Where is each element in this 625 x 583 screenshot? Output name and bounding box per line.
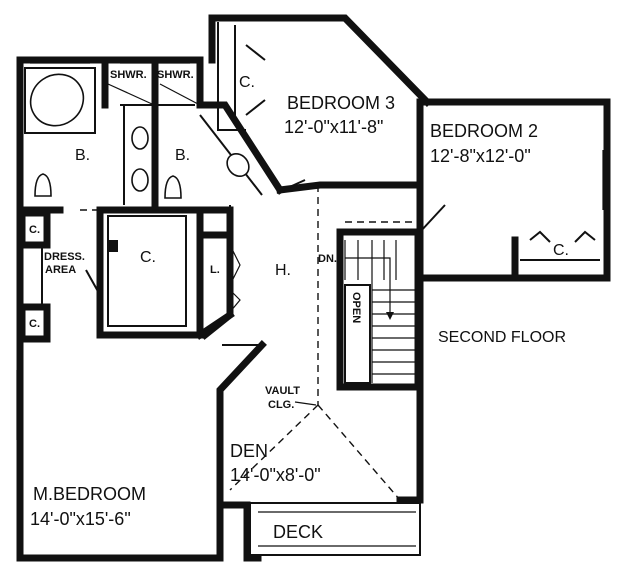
floor-label: SECOND FLOOR	[438, 329, 566, 346]
sink-lower	[131, 168, 149, 192]
bedroom2-closet-label: C.	[553, 242, 569, 259]
bath-right-label: B.	[175, 147, 190, 164]
down-label: DN.	[318, 253, 337, 265]
vault-lines	[80, 185, 418, 501]
dress-label-line1: DRESS.	[44, 251, 85, 263]
vault-label-line2: CLG.	[268, 399, 294, 411]
den-size: 14'-0"x8'-0"	[230, 465, 321, 485]
tub-enclosure	[24, 67, 96, 134]
linen-label: L.	[210, 264, 220, 276]
closet-fixture	[108, 240, 118, 252]
sink-right	[226, 152, 250, 178]
deck-label: DECK	[273, 522, 323, 542]
open-label: OPEN	[350, 292, 362, 323]
stair-treads	[344, 240, 416, 383]
toilet-left	[34, 173, 52, 197]
left-closet-bottom-label: C.	[29, 318, 40, 330]
master-name: M.BEDROOM	[33, 484, 146, 504]
labels: BEDROOM 3 12'-0"x11'-8" BEDROOM 2 12'-8"…	[29, 69, 569, 542]
bedroom3-name: BEDROOM 3	[287, 93, 395, 113]
bedroom3-closet-label: C.	[239, 74, 255, 91]
den-name: DEN	[230, 441, 268, 461]
shower-left-label: SHWR.	[110, 69, 147, 81]
toilet-right	[164, 175, 182, 199]
bath-left-label: B.	[75, 147, 90, 164]
bathtub	[29, 73, 85, 127]
vault-label-line1: VAULT	[265, 385, 300, 397]
master-size: 14'-0"x15'-6"	[30, 509, 131, 529]
doors	[85, 179, 446, 346]
walkin-closet-label: C.	[140, 249, 156, 266]
dress-label-line2: AREA	[45, 264, 76, 276]
hall-label: H.	[275, 262, 291, 279]
bedroom2-name: BEDROOM 2	[430, 121, 538, 141]
fixtures	[24, 67, 250, 252]
bedroom2-size: 12'-8"x12'-0"	[430, 146, 531, 166]
shower-right-label: SHWR.	[157, 69, 194, 81]
interior-walls	[16, 22, 600, 509]
bedroom3-size: 12'-0"x11'-8"	[284, 117, 383, 137]
left-closet-top-label: C.	[29, 224, 40, 236]
sink-upper	[131, 126, 149, 150]
